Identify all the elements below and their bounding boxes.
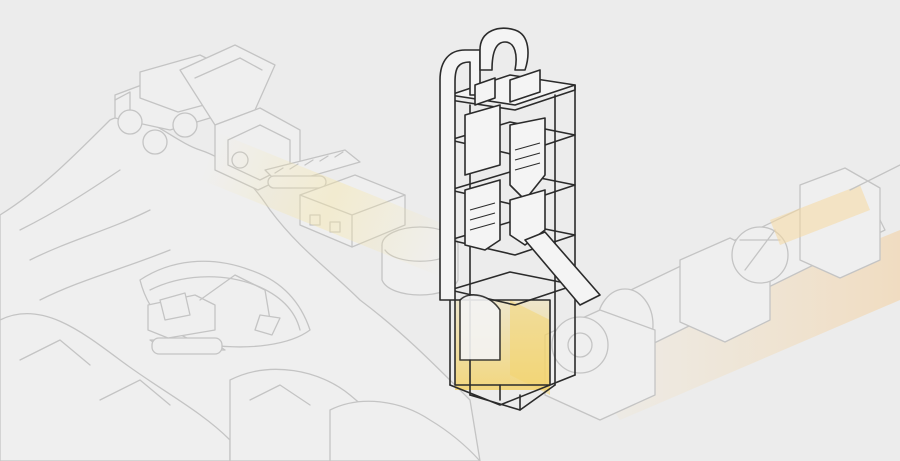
flow-glow xyxy=(200,133,460,277)
rotary-kiln xyxy=(544,164,900,421)
preheater-tower xyxy=(439,27,601,411)
excavator xyxy=(147,274,281,355)
quarry-terrain xyxy=(0,115,481,461)
